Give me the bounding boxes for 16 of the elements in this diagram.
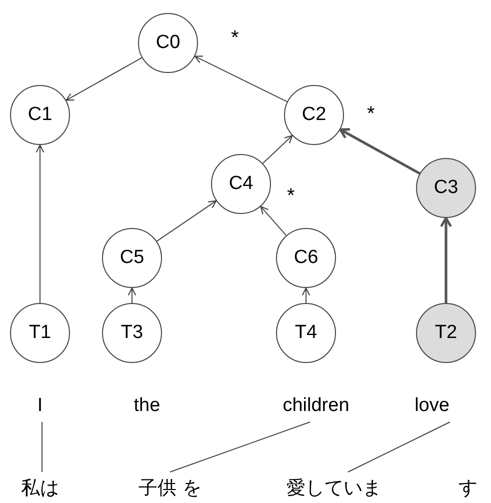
arrow xyxy=(260,206,287,236)
arrow xyxy=(302,287,310,304)
arrow xyxy=(440,216,452,303)
alignment-line xyxy=(170,422,310,472)
arrow xyxy=(262,135,293,164)
arrow xyxy=(339,128,420,175)
japanese-word: 私は xyxy=(0,476,100,500)
japanese-word: 子供 を xyxy=(110,476,230,500)
arrow xyxy=(66,57,142,101)
japanese-word: す xyxy=(408,476,491,500)
arrow xyxy=(156,200,217,242)
alignment-line xyxy=(348,422,450,472)
arrow xyxy=(128,287,136,304)
arrow xyxy=(36,144,44,304)
arrow xyxy=(194,56,288,102)
japanese-word: 愛していま xyxy=(274,476,394,500)
